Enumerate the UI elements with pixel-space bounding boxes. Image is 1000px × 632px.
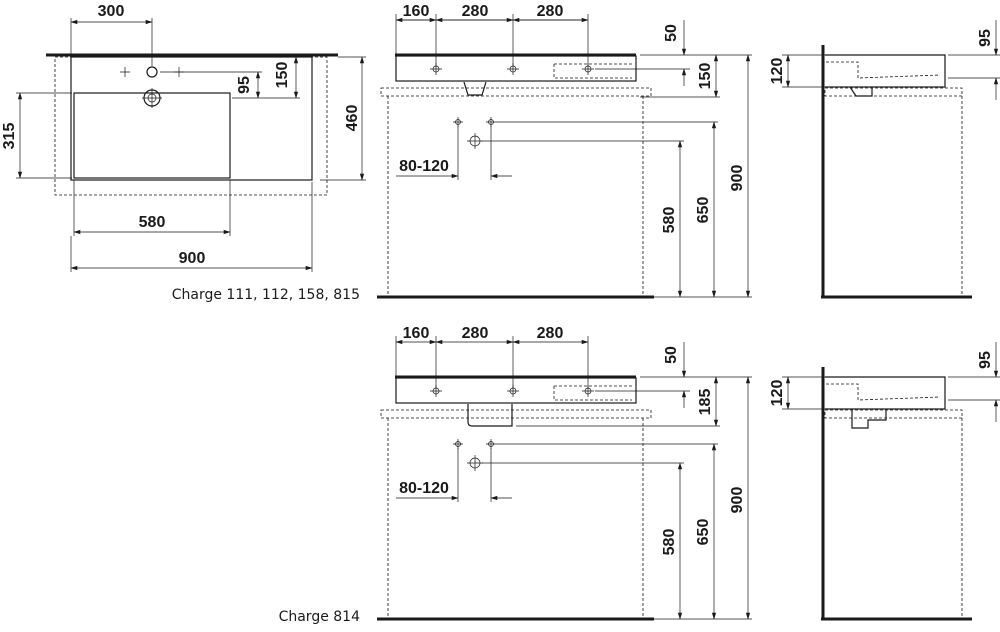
front-view-1: 160 280 280 50 150 900 650 580 80-120: [377, 3, 752, 299]
dim-900-front: 900: [729, 487, 746, 514]
dim-185: 185: [697, 389, 714, 416]
front-view-2: 160 280 280 50 185 900 650 580 80-120: [377, 325, 752, 621]
tap-hole-marker-icon: [430, 385, 594, 397]
dim-160: 160: [403, 325, 430, 342]
dim-650: 650: [695, 519, 712, 546]
tap-hole-icon: [146, 66, 158, 78]
dim-580-front: 580: [661, 207, 678, 234]
front-view-1-basin: [395, 55, 637, 82]
dim-50: 50: [663, 24, 680, 42]
dim-160: 160: [403, 3, 430, 20]
dim-900: 900: [179, 250, 206, 267]
water-connection-icon: [453, 117, 496, 149]
front-view-2-basin: [395, 377, 637, 404]
dim-280-a: 280: [462, 325, 489, 342]
caption-charge-1: Charge 111, 112, 158, 815: [172, 287, 360, 303]
top-view: 300 150 95 315 460 580 900: [1, 3, 366, 272]
dim-300: 300: [98, 3, 125, 20]
dim-150-front: 150: [697, 63, 714, 90]
dim-900-front: 900: [729, 165, 746, 192]
dim-280-b: 280: [537, 3, 564, 20]
dim-80-120: 80-120: [399, 158, 449, 175]
tap-hole-marker-icon: [430, 63, 594, 75]
dim-280-a: 280: [462, 3, 489, 20]
dim-315: 315: [1, 123, 18, 150]
tap-hole-marker-icon: [120, 67, 184, 77]
dim-95-side: 95: [977, 351, 994, 369]
dim-580: 580: [139, 214, 166, 231]
dim-150: 150: [274, 62, 291, 89]
dim-80-120: 80-120: [399, 480, 449, 497]
dim-120-side: 120: [769, 58, 786, 85]
water-connection-icon: [453, 439, 496, 471]
dim-120-side: 120: [769, 380, 786, 407]
caption-charge-2: Charge 814: [279, 609, 361, 625]
side-view-2-basin: [825, 376, 946, 410]
dim-650: 650: [695, 197, 712, 224]
side-view-2: 95 120: [769, 342, 1000, 621]
dim-460: 460: [344, 105, 361, 132]
front-view-1-drain: [463, 81, 487, 96]
dim-95-side: 95: [977, 29, 994, 47]
front-view-2-drain: [467, 404, 513, 427]
dim-95: 95: [236, 76, 253, 94]
dim-580-front: 580: [661, 529, 678, 556]
side-view-1-basin: [825, 54, 946, 88]
dim-50: 50: [663, 346, 680, 364]
side-view-1: 95 120: [769, 20, 1000, 299]
dim-280-b: 280: [537, 325, 564, 342]
